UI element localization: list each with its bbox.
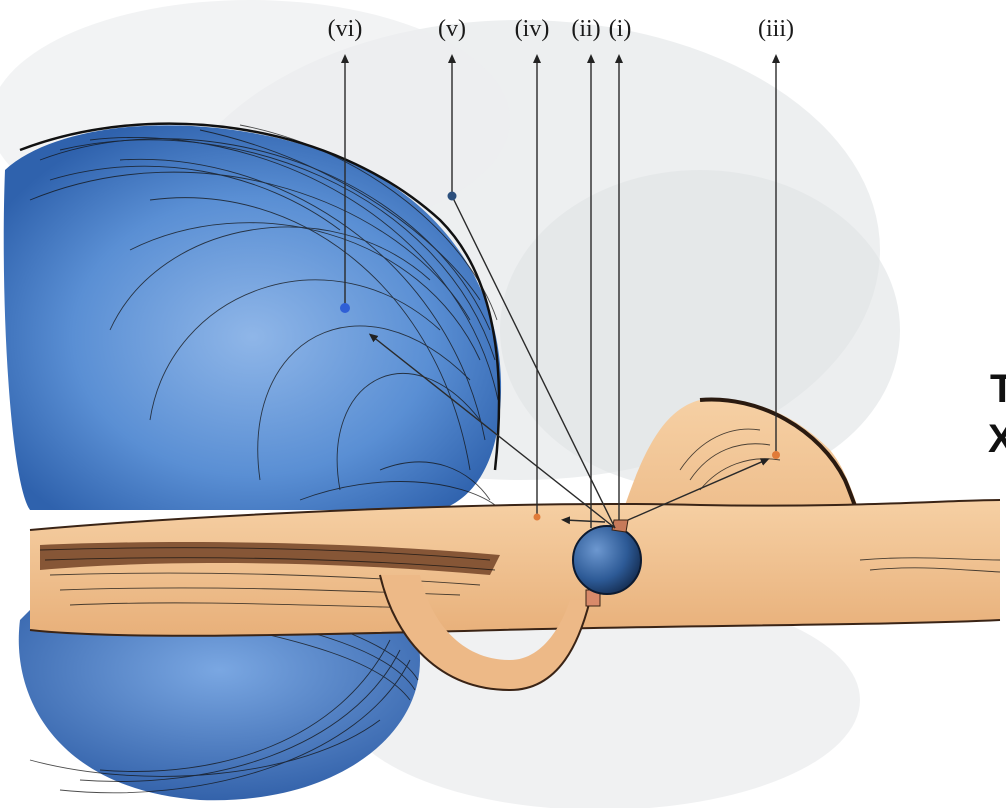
edge-text-line1: T [990,367,1006,411]
dot-v [448,192,457,201]
label-ii: (ii) [571,16,600,42]
label-i: (i) [609,16,632,42]
edge-text-line2: X [988,417,1006,461]
accretion-disk [30,500,1000,636]
dot-iv [534,514,541,521]
label-iv: (iv) [515,16,550,42]
label-iii: (iii) [758,16,794,42]
cropped-edge-text: T X [988,367,1006,461]
label-vi: (vi) [328,16,363,42]
label-v: (v) [438,16,466,42]
dot-iii [772,451,780,459]
dot-vi [340,303,350,313]
